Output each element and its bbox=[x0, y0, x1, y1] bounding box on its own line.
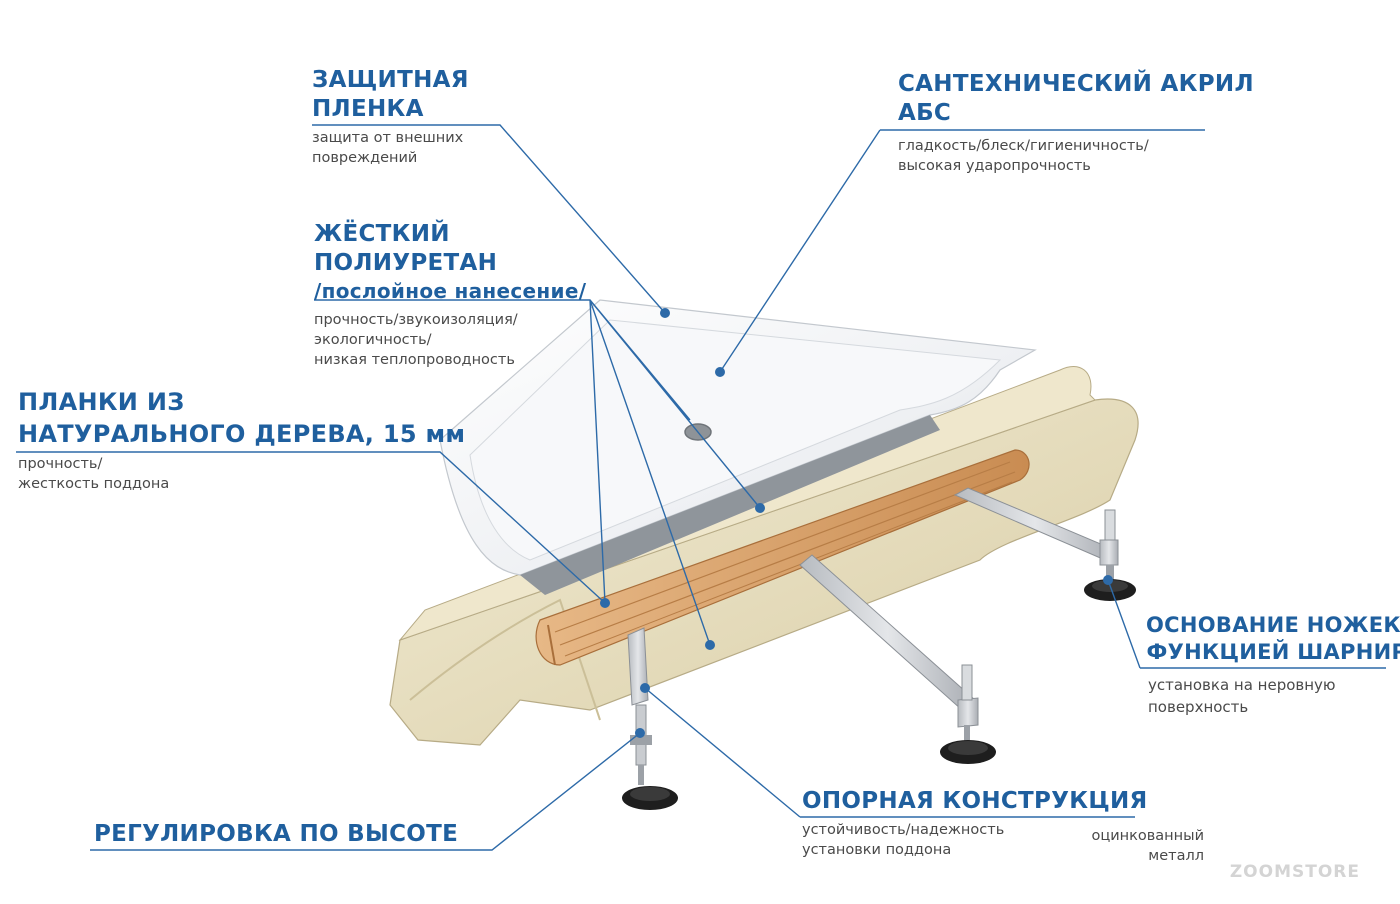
acrylic-desc-2: высокая ударопрочность bbox=[898, 158, 1091, 174]
protective-film-title-1: ЗАЩИТНАЯ bbox=[312, 67, 469, 93]
polyurethane-title-2: ПОЛИУРЕТАН bbox=[314, 250, 498, 276]
support-structure-label: ОПОРНАЯ КОНСТРУКЦИЯ устойчивость/надежно… bbox=[802, 787, 1148, 860]
protective-film-title-2: ПЛЕНКА bbox=[312, 96, 424, 122]
polyurethane-desc-1: прочность/звукоизоляция/ bbox=[314, 312, 518, 328]
support-structure-desc-2: установки поддона bbox=[802, 842, 952, 858]
hinge-base-desc-1: установка на неровную bbox=[1148, 676, 1336, 694]
protective-film-label: ЗАЩИТНАЯ ПЛЕНКА защита от внешних повреж… bbox=[312, 66, 469, 168]
hinge-base-title-1: ОСНОВАНИЕ НОЖЕК С bbox=[1146, 613, 1400, 637]
polyurethane-label: ЖЁСТКИЙ ПОЛИУРЕТАН /послойное нанесение/… bbox=[314, 220, 586, 370]
hinge-base-label: ОСНОВАНИЕ НОЖЕК С ФУНКЦИЕЙ ШАРНИРА bbox=[1146, 612, 1400, 666]
polyurethane-title-1: ЖЁСТКИЙ bbox=[314, 221, 450, 247]
hinge-base-desc: установка на неровную поверхность bbox=[1148, 674, 1336, 718]
hinge-base-title-2: ФУНКЦИЕЙ ШАРНИРА bbox=[1146, 640, 1400, 664]
acrylic-desc-1: гладкость/блеск/гигиеничность/ bbox=[898, 138, 1149, 154]
support-structure-desc-1: устойчивость/надежность bbox=[802, 822, 1005, 838]
acrylic-title-2: АБС bbox=[898, 100, 952, 126]
galvanized-metal-label: оцинкованный металл bbox=[1060, 826, 1204, 866]
wood-planks-label: ПЛАНКИ ИЗ НАТУРАЛЬНОГО ДЕРЕВА, 15 мм про… bbox=[18, 386, 465, 494]
support-frame bbox=[627, 487, 1119, 728]
acrylic-title-1: САНТЕХНИЧЕСКИЙ АКРИЛ bbox=[898, 71, 1254, 97]
acrylic-label: САНТЕХНИЧЕСКИЙ АКРИЛ АБС гладкость/блеск… bbox=[898, 70, 1254, 176]
support-structure-title: ОПОРНАЯ КОНСТРУКЦИЯ bbox=[802, 788, 1148, 814]
polyurethane-desc-3: низкая теплопроводность bbox=[314, 352, 515, 368]
adjustable-legs bbox=[622, 509, 1136, 810]
polyurethane-desc-2: экологичность/ bbox=[314, 332, 432, 348]
polyurethane-title-3: /послойное нанесение/ bbox=[314, 279, 587, 303]
wood-planks-desc-1: прочность/ bbox=[18, 456, 103, 472]
height-adjustment-label: РЕГУЛИРОВКА ПО ВЫСОТЕ bbox=[94, 820, 458, 849]
protective-film-desc-2: повреждений bbox=[312, 150, 418, 166]
wood-planks bbox=[535, 449, 1030, 666]
leader-dots bbox=[600, 308, 1113, 738]
wood-planks-title-2: НАТУРАЛЬНОГО ДЕРЕВА, 15 мм bbox=[18, 420, 466, 448]
hinge-base-desc-2: поверхность bbox=[1148, 698, 1249, 716]
leader-lines bbox=[16, 124, 1386, 851]
watermark: ZOOMSTORE bbox=[1229, 862, 1360, 882]
galvanized-metal-desc-1: оцинкованный bbox=[1091, 828, 1204, 844]
protective-film-desc-1: защита от внешних bbox=[312, 130, 464, 146]
wood-planks-title-1: ПЛАНКИ ИЗ bbox=[18, 388, 185, 416]
height-adjustment-title: РЕГУЛИРОВКА ПО ВЫСОТЕ bbox=[94, 821, 459, 847]
wood-planks-desc-2: жесткость поддона bbox=[18, 476, 170, 492]
acrylic-shell bbox=[439, 299, 1037, 595]
galvanized-metal-desc-2: металл bbox=[1148, 848, 1204, 864]
